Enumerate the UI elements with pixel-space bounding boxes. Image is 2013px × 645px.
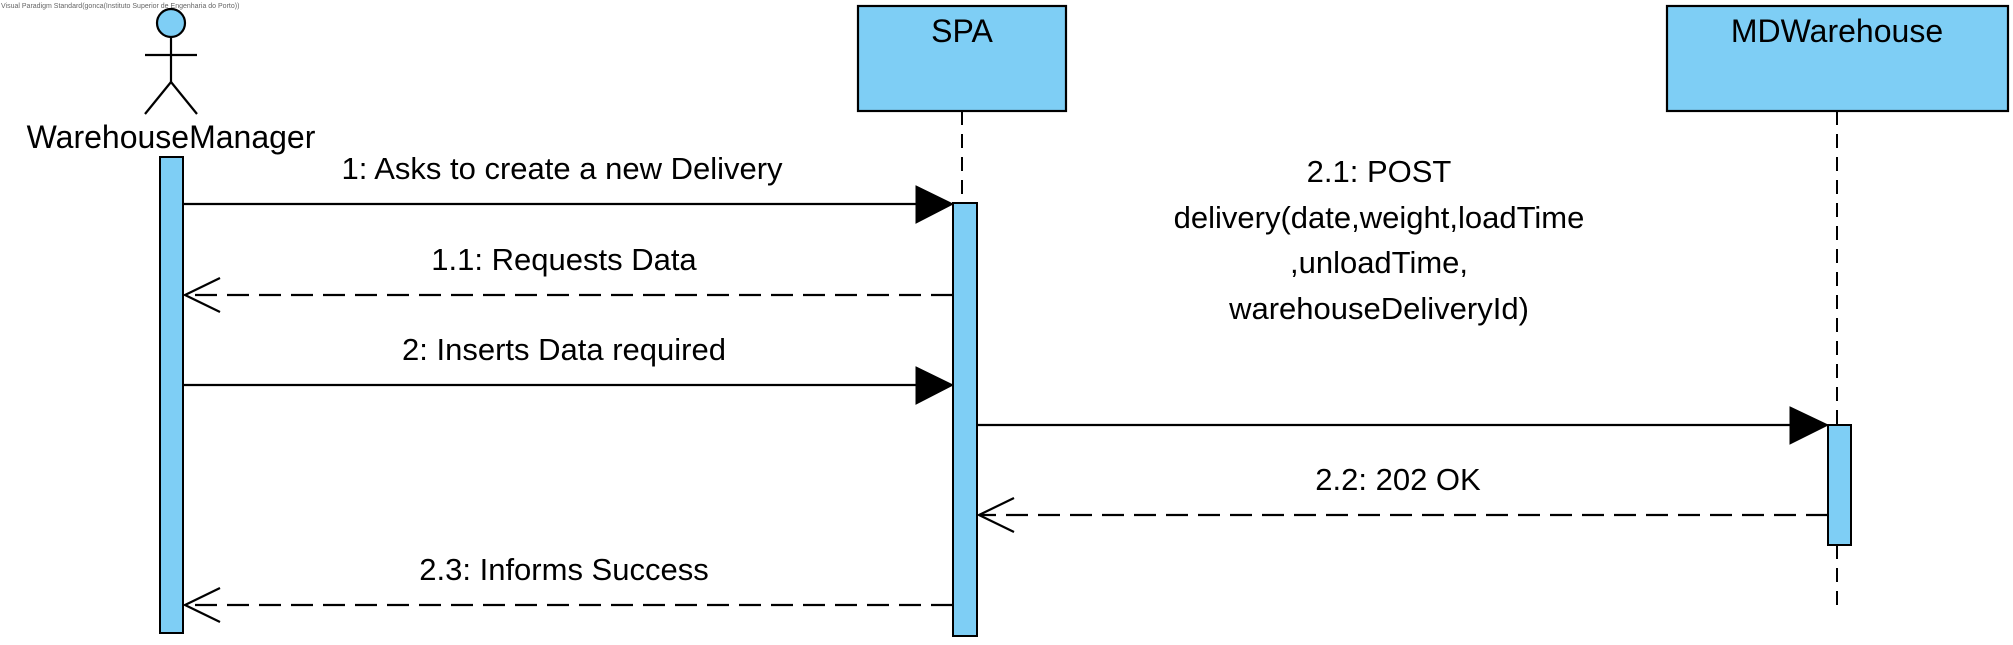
message-2-1-label-line-2: delivery(date,weight,loadTime bbox=[1174, 200, 1585, 235]
message-2-2-label: 2.2: 202 OK bbox=[1315, 462, 1481, 497]
message-1-arrowhead-icon bbox=[915, 185, 955, 224]
md-warehouse-name-label: MDWarehouse bbox=[1731, 13, 1943, 49]
actor-left-leg bbox=[144, 81, 172, 115]
message-2-label: 2: Inserts Data required bbox=[402, 332, 726, 367]
watermark-text: Visual Paradigm Standard(gonca(Instituto… bbox=[1, 3, 239, 10]
message-2-arrowhead-icon bbox=[915, 366, 955, 405]
activation-warehouse-manager bbox=[159, 156, 184, 634]
message-1-label: 1: Asks to create a new Delivery bbox=[341, 151, 783, 186]
spa-name-label: SPA bbox=[931, 13, 993, 49]
message-1: 1: Asks to create a new Delivery bbox=[183, 151, 955, 224]
message-2-3-label: 2.3: Informs Success bbox=[419, 552, 708, 587]
message-2-3: 2.3: Informs Success bbox=[182, 552, 953, 623]
message-1-1-label: 1.1: Requests Data bbox=[431, 242, 697, 277]
message-2: 2: Inserts Data required bbox=[183, 332, 955, 405]
message-2-1-label-line-4: warehouseDeliveryId) bbox=[1228, 291, 1529, 326]
message-2-1: 2.1: POST delivery(date,weight,loadTime … bbox=[977, 154, 1830, 445]
message-2-2: 2.2: 202 OK bbox=[976, 462, 1828, 533]
message-2-1-label-line-3: ,unloadTime, bbox=[1290, 245, 1468, 280]
participant-spa: SPA bbox=[856, 4, 1068, 203]
spa-header-box bbox=[856, 4, 1068, 113]
message-1-1: 1.1: Requests Data bbox=[182, 242, 953, 313]
message-2-1-label-line-1: 2.1: POST bbox=[1307, 154, 1452, 189]
actor-warehouse-manager: WarehouseManager bbox=[27, 7, 316, 155]
message-2-1-arrowhead-icon bbox=[1789, 406, 1830, 445]
activation-md-warehouse bbox=[1827, 424, 1852, 546]
actor-name-label: WarehouseManager bbox=[27, 119, 316, 155]
actor-right-leg bbox=[170, 81, 198, 115]
message-2-3-arrowhead-icon bbox=[182, 587, 221, 623]
participant-md-warehouse: MDWarehouse bbox=[1665, 4, 2010, 612]
message-2-2-arrowhead-icon bbox=[976, 497, 1015, 533]
actor-head-icon bbox=[155, 7, 187, 39]
activation-spa bbox=[952, 202, 978, 637]
message-1-1-arrowhead-icon bbox=[182, 277, 221, 313]
